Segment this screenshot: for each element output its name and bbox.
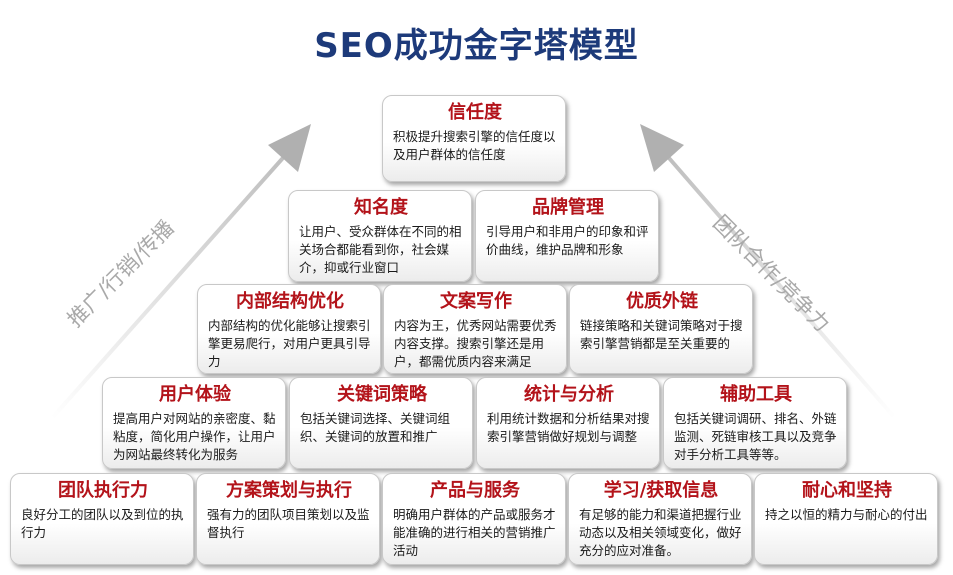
right-arrow bbox=[640, 124, 897, 420]
box-copywriting: 文案写作 内容为王，优秀网站需要优秀内容支撑。搜索引擎还是用户，都需优质内容来满… bbox=[383, 284, 567, 374]
box-title: 方案策划与执行 bbox=[226, 480, 352, 501]
box-title: 用户体验 bbox=[159, 384, 231, 405]
box-keyword-strategy: 关键词策略 包括关键词选择、关键词组织、关键词的放置和推广 bbox=[289, 377, 473, 469]
box-title: 内部结构优化 bbox=[236, 291, 344, 312]
box-desc: 强有力的团队项目策划以及监督执行 bbox=[207, 507, 370, 540]
box-desc: 让用户、受众群体在不同的相关场合都能看到你，社会媒介，抑或行业窗口 bbox=[299, 224, 462, 275]
box-desc: 内容为王，优秀网站需要优秀内容支撑。搜索引擎还是用户，都需优质内容来满足 bbox=[394, 318, 557, 369]
page-title: SEO成功金字塔模型 bbox=[314, 26, 639, 66]
box-title: 文案写作 bbox=[440, 291, 512, 312]
box-statistics-analysis: 统计与分析 利用统计数据和分析结果对搜索引擎营销做好规划与调整 bbox=[476, 377, 660, 469]
box-brand-management: 品牌管理 引导用户和非用户的印象和评价曲线，维护品牌和形象 bbox=[475, 190, 659, 282]
box-user-experience: 用户体验 提高用户对网站的亲密度、黏粘度，简化用户操作，让用户为网站最终转化为服… bbox=[102, 377, 286, 469]
box-quality-links: 优质外链 链接策略和关键词策略对于搜索引擎营销都是至关重要的 bbox=[569, 284, 753, 374]
box-title: 统计与分析 bbox=[524, 384, 614, 405]
box-patience-persistence: 耐心和坚持 持之以恒的精力与耐心的付出 bbox=[754, 473, 938, 565]
box-desc: 利用统计数据和分析结果对搜索引擎营销做好规划与调整 bbox=[487, 411, 650, 444]
box-desc: 链接策略和关键词策略对于搜索引擎营销都是至关重要的 bbox=[580, 318, 743, 351]
box-desc: 包括关键词选择、关键词组织、关键词的放置和推广 bbox=[300, 411, 451, 444]
box-learning-information: 学习/获取信息 有足够的能力和渠道把握行业动态以及相关领域变化，做好充分的应对准… bbox=[568, 473, 752, 565]
box-title: 辅助工具 bbox=[720, 384, 792, 405]
box-desc: 良好分工的团队以及到位的执行力 bbox=[21, 507, 184, 540]
box-title: 关键词策略 bbox=[337, 384, 427, 405]
box-desc: 提高用户对网站的亲密度、黏粘度，简化用户操作，让用户为网站最终转化为服务 bbox=[113, 411, 276, 462]
left-arrow bbox=[50, 124, 311, 420]
box-title: 信任度 bbox=[448, 102, 502, 123]
box-awareness: 知名度 让用户、受众群体在不同的相关场合都能看到你，社会媒介，抑或行业窗口 bbox=[288, 190, 472, 282]
box-title: 产品与服务 bbox=[430, 480, 520, 501]
box-desc: 明确用户群体的产品或服务才能准确的进行相关的营销推广活动 bbox=[393, 507, 556, 558]
box-products-services: 产品与服务 明确用户群体的产品或服务才能准确的进行相关的营销推广活动 bbox=[382, 473, 566, 565]
box-desc: 持之以恒的精力与耐心的付出 bbox=[765, 507, 928, 522]
box-auxiliary-tools: 辅助工具 包括关键词调研、排名、外链监测、死链审核工具以及竞争对手分析工具等等。 bbox=[663, 377, 847, 469]
box-trust: 信任度 积极提升搜索引擎的信任度以及用户群体的信任度 bbox=[382, 95, 566, 182]
box-title: 耐心和坚持 bbox=[802, 480, 892, 501]
box-desc: 包括关键词调研、排名、外链监测、死链审核工具以及竞争对手分析工具等等。 bbox=[674, 411, 837, 462]
box-title: 品牌管理 bbox=[532, 197, 604, 218]
box-desc: 内部结构的优化能够让搜索引擎更易爬行，对用户更具引导力 bbox=[208, 318, 371, 369]
box-desc: 积极提升搜索引擎的信任度以及用户群体的信任度 bbox=[393, 129, 556, 162]
box-internal-structure: 内部结构优化 内部结构的优化能够让搜索引擎更易爬行，对用户更具引导力 bbox=[197, 284, 381, 374]
box-title: 优质外链 bbox=[626, 291, 698, 312]
box-title: 学习/获取信息 bbox=[603, 480, 719, 501]
box-desc: 有足够的能力和渠道把握行业动态以及相关领域变化，做好充分的应对准备。 bbox=[579, 507, 742, 558]
box-team-execution: 团队执行力 良好分工的团队以及到位的执行力 bbox=[10, 473, 194, 565]
box-title: 知名度 bbox=[354, 197, 408, 218]
box-desc: 引导用户和非用户的印象和评价曲线，维护品牌和形象 bbox=[486, 224, 649, 257]
box-title: 团队执行力 bbox=[58, 480, 148, 501]
box-planning-execution: 方案策划与执行 强有力的团队项目策划以及监督执行 bbox=[196, 473, 380, 565]
